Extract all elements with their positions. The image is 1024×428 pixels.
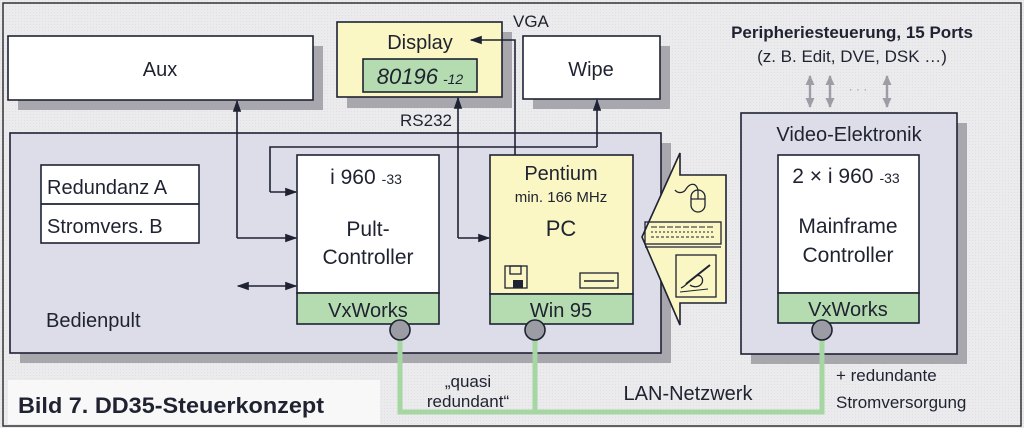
mainframe-controller-name-line1: Mainframe xyxy=(798,215,897,238)
pc-os-bar xyxy=(489,293,634,325)
pc-box-frame xyxy=(489,154,634,295)
caption-background xyxy=(8,380,380,424)
quasi-redundant-line2: redundant“ xyxy=(427,392,510,411)
lan-network-line xyxy=(397,340,825,415)
pc-network-node xyxy=(524,319,546,341)
display-chip-box xyxy=(362,58,478,93)
peripherals-subtitle: (z. B. Edit, DVE, DSK …) xyxy=(757,47,947,66)
pult-controller-cpu-suffix: -33 xyxy=(382,171,402,187)
mainframe-controller-name-line2: Controller xyxy=(802,244,893,267)
pult-controller-os-label: VxWorks xyxy=(328,300,408,322)
input-devices-arrow xyxy=(641,152,727,326)
bedienpult-label: Bedienpult xyxy=(46,310,141,332)
mainframe-controller: 2 × i 960 -33 Mainframe Controller VxWork… xyxy=(777,154,920,324)
rs232-label: RS232 xyxy=(400,111,452,130)
aux-box: Aux xyxy=(7,35,323,110)
video-elektronik-label: Video-Elektronik xyxy=(776,124,922,146)
lan-network-label: LAN-Netzwerk xyxy=(624,383,754,405)
display-box: Display 80196-12 xyxy=(336,21,512,108)
redundant-power-line1: + redundante xyxy=(836,366,937,385)
quasi-redundant-line1: „quasi xyxy=(445,372,491,391)
peripherals-title: Peripheriesteuerung, 15 Ports xyxy=(731,23,973,42)
pult-controller-network-node xyxy=(389,319,411,341)
pult-controller-cpu-name: i 960 xyxy=(330,166,376,189)
pult-controller-os-bar xyxy=(296,292,440,325)
bedienpult-panel: Redundanz A Stromvers. B Bedienpult i 96… xyxy=(9,132,671,363)
mainframe-controller-cpu-suffix: -33 xyxy=(879,170,899,186)
pc-cpu-label: Pentium xyxy=(524,163,597,185)
wipe-bus-line xyxy=(269,146,597,192)
pult-controller-name-line1: Pult- xyxy=(346,218,389,241)
power-supply-b-label: Stromvers. B xyxy=(47,216,163,238)
pc-name-label: PC xyxy=(546,216,577,241)
mainframe-controller-cpu-name: 2 × i 960 xyxy=(792,165,873,188)
redundancy-a-label: Redundanz A xyxy=(47,177,168,199)
display-chip-model: 80196 xyxy=(377,64,439,89)
mainframe-controller-os-label: VxWorks xyxy=(808,299,888,321)
wipe-label: Wipe xyxy=(568,59,614,81)
pc-os-label: Win 95 xyxy=(530,300,592,322)
pult-controller: i 960 -33 Pult- Controller VxWorks xyxy=(296,154,440,325)
pen-tablet-icon xyxy=(675,254,717,298)
display-chip-label: 80196-12 xyxy=(377,64,464,89)
aux-box-frame xyxy=(7,35,314,101)
redundant-power-line2: Stromversorgung xyxy=(836,393,966,412)
display-label: Display xyxy=(387,32,453,54)
pc-clock-label: min. 166 MHz xyxy=(515,189,608,206)
mainframe-controller-os-bar xyxy=(777,292,920,324)
mainframe-controller-cpu: 2 × i 960 -33 xyxy=(792,165,900,188)
redundancy-box: Redundanz A Stromvers. B xyxy=(40,164,200,244)
video-elektronik-panel: Video-Elektronik 2 × i 960 -33 Mainframe … xyxy=(740,112,967,364)
pult-controller-frame xyxy=(296,154,440,294)
wipe-box-frame xyxy=(522,35,661,100)
pult-controller-name-line2: Controller xyxy=(322,246,413,269)
keyboard-icon xyxy=(644,221,722,248)
vga-connection xyxy=(469,35,516,155)
disk-drive-icon xyxy=(579,272,619,289)
mouse-icon xyxy=(674,183,706,213)
pc-box: Pentium min. 166 MHz PC Win 95 xyxy=(489,154,634,325)
floppy-disk-icon xyxy=(504,265,528,289)
display-chip-suffix: -12 xyxy=(443,71,463,87)
aux-label: Aux xyxy=(143,59,177,81)
mainframe-network-node xyxy=(811,319,833,341)
figure-caption: Bild 7. DD35-Steuerkonzept xyxy=(18,393,325,418)
vga-label: VGA xyxy=(513,12,550,31)
wipe-box: Wipe xyxy=(522,35,670,109)
pult-controller-cpu: i 960 -33 xyxy=(330,166,402,189)
peripheral-ellipsis: · · · xyxy=(849,82,868,96)
